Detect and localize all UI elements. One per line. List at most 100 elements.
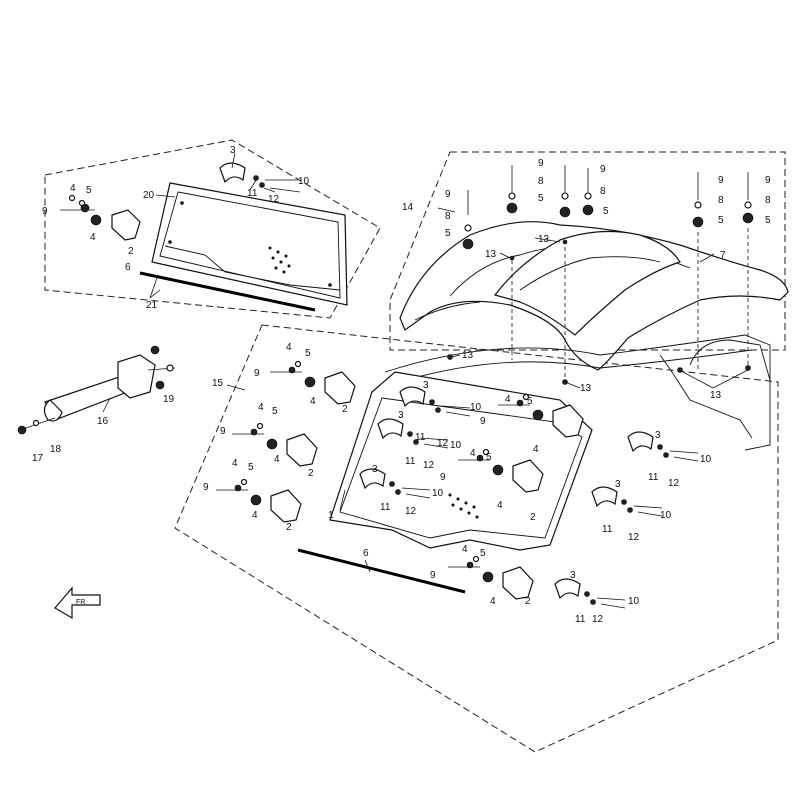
callout-4b-a: 4 bbox=[310, 396, 316, 407]
callout-1: 1 bbox=[328, 510, 334, 521]
callout-11-f: 11 bbox=[575, 614, 586, 625]
callout-2-a: 2 bbox=[342, 404, 348, 415]
callout-4b-d: 4 bbox=[533, 444, 539, 455]
callout-13-fender-c: 13 bbox=[462, 350, 474, 361]
callout-9-b: 9 bbox=[220, 426, 226, 437]
callout-13-fender-e: 13 bbox=[710, 390, 722, 401]
callout-12-b: 12 bbox=[423, 460, 435, 471]
callout-5-upper-left: 5 bbox=[86, 185, 92, 196]
fastener-set-upper-left bbox=[60, 162, 301, 241]
callout-16: 16 bbox=[97, 416, 109, 427]
callout-10-c: 10 bbox=[432, 488, 444, 499]
callout-5-fender-d: 5 bbox=[718, 215, 724, 226]
callout-11-d: 11 bbox=[648, 472, 659, 483]
callout-4b-c: 4 bbox=[252, 510, 258, 521]
callout-4-c: 4 bbox=[232, 458, 238, 469]
callout-5-a: 5 bbox=[305, 348, 311, 359]
callout-11-e: 11 bbox=[602, 524, 613, 535]
callout-12-c: 12 bbox=[405, 506, 417, 517]
callout-9-f: 9 bbox=[430, 570, 436, 581]
callout-2-e: 2 bbox=[530, 512, 536, 523]
callout-3-f: 3 bbox=[570, 570, 576, 581]
fender-fasteners bbox=[447, 165, 754, 385]
callout-3-a: 3 bbox=[423, 380, 429, 391]
callout-6-lower: 6 bbox=[363, 548, 369, 559]
callout-5-b: 5 bbox=[272, 406, 278, 417]
callout-19: 19 bbox=[163, 394, 175, 405]
callout-2-upper-left: 2 bbox=[128, 246, 134, 257]
callout-8-fender-b: 8 bbox=[600, 186, 606, 197]
callout-4-d: 4 bbox=[505, 394, 511, 405]
leader-lines bbox=[102, 152, 749, 573]
callout-4b-b: 4 bbox=[274, 454, 280, 465]
callout-5-d: 5 bbox=[527, 396, 533, 407]
callout-11-b: 11 bbox=[405, 456, 416, 467]
callout-11-upper-left: 11 bbox=[247, 188, 258, 199]
callout-13-fender-b: 13 bbox=[485, 249, 497, 260]
callout-10-e: 10 bbox=[660, 510, 672, 521]
callout-8-fender-e: 8 bbox=[765, 195, 771, 206]
callout-9-fender-c: 9 bbox=[445, 189, 451, 200]
callout-4-upper-left: 4 bbox=[70, 183, 76, 194]
callout-2-c: 2 bbox=[286, 522, 292, 533]
callout-13-fender-d: 13 bbox=[580, 383, 592, 394]
callout-12-f: 12 bbox=[592, 614, 604, 625]
callout-18: 18 bbox=[50, 444, 62, 455]
callout-5-fender-b: 5 bbox=[603, 206, 609, 217]
callout-12-d: 12 bbox=[668, 478, 680, 489]
strip-6-upper bbox=[139, 271, 316, 312]
rack-plate-20 bbox=[151, 182, 348, 306]
callout-10-d: 10 bbox=[700, 454, 712, 465]
callout-21: 21 bbox=[146, 300, 158, 311]
fastener-sets-main-left bbox=[216, 360, 584, 600]
callout-8-fender-a: 8 bbox=[538, 176, 544, 187]
callout-11-c: 11 bbox=[380, 502, 391, 513]
callout-labels: 3 20 4 5 9 4 2 10 11 12 6 21 14 9 9 8 8 … bbox=[32, 145, 771, 625]
callout-4-b: 4 bbox=[258, 402, 264, 413]
svg-text:FR: FR bbox=[76, 599, 85, 606]
callout-4-a: 4 bbox=[286, 342, 292, 353]
callout-20: 20 bbox=[143, 190, 155, 201]
callout-10-f: 10 bbox=[628, 596, 640, 607]
callout-3-upper-left: 3 bbox=[230, 145, 236, 156]
callout-3-c: 3 bbox=[372, 464, 378, 475]
callout-5-fender-a: 5 bbox=[538, 193, 544, 204]
clamp-brackets bbox=[359, 386, 699, 609]
shaft-assembly-16 bbox=[17, 345, 176, 435]
callout-9-a: 9 bbox=[254, 368, 260, 379]
strip-6-lower bbox=[297, 548, 466, 594]
callout-3-e: 3 bbox=[615, 479, 621, 490]
callout-5-c: 5 bbox=[248, 462, 254, 473]
callout-5-fender-c: 5 bbox=[445, 228, 451, 239]
callout-4b-e: 4 bbox=[497, 500, 503, 511]
callout-9-upper-left: 9 bbox=[42, 206, 48, 217]
rack-plate-1 bbox=[329, 371, 593, 551]
callout-12-e: 12 bbox=[628, 532, 640, 543]
group-boundary-upper-left bbox=[44, 139, 381, 319]
callout-9-fender-d: 9 bbox=[718, 175, 724, 186]
callout-9-fender-b: 9 bbox=[600, 164, 606, 175]
callout-10-upper-left: 10 bbox=[298, 176, 310, 187]
callout-3-b: 3 bbox=[398, 410, 404, 421]
callout-4b-upper-left: 4 bbox=[90, 232, 96, 243]
callout-14: 14 bbox=[402, 202, 414, 213]
callout-11-a: 11 bbox=[415, 432, 426, 443]
callout-12-a: 12 bbox=[437, 438, 449, 449]
callout-10-b: 10 bbox=[450, 440, 462, 451]
callout-3-d: 3 bbox=[655, 430, 661, 441]
callout-2-b: 2 bbox=[308, 468, 314, 479]
callout-5-fender-e: 5 bbox=[765, 215, 771, 226]
callout-7: 7 bbox=[720, 250, 726, 261]
callout-4-f: 4 bbox=[462, 544, 468, 555]
callout-5-f: 5 bbox=[480, 548, 486, 559]
callout-2-f: 2 bbox=[525, 596, 531, 607]
callout-9-fender-a: 9 bbox=[538, 158, 544, 169]
callout-8-fender-d: 8 bbox=[718, 195, 724, 206]
callout-9-fender-e: 9 bbox=[765, 175, 771, 186]
callout-12-upper-left: 12 bbox=[268, 194, 280, 205]
callout-15: 15 bbox=[212, 378, 224, 389]
callout-4-e: 4 bbox=[470, 448, 476, 459]
callout-9-e: 9 bbox=[440, 472, 446, 483]
